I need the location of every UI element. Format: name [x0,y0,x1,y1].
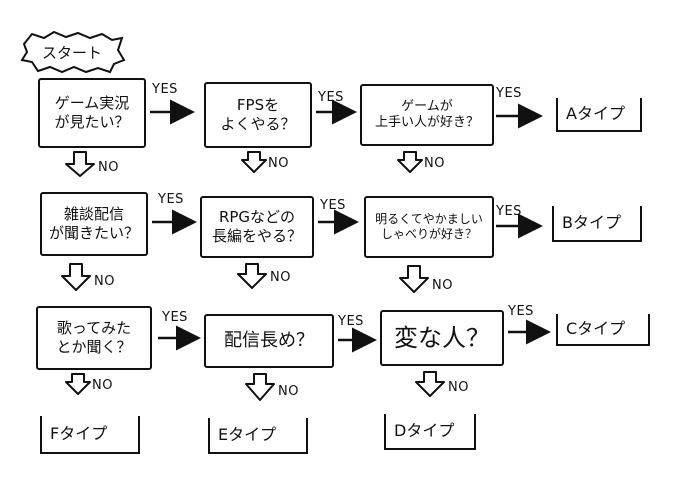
no-label-q2: NO [268,156,289,171]
start-label: スタート [41,43,102,62]
question-chat-stream: 雑談配信 が聞きたい？ [40,192,148,256]
yes-label-q5: YES [320,198,346,213]
start-burst-shape [20,30,126,74]
question-rpg: RPGなどの 長編をやる？ [200,196,314,258]
question-skilled-gamer: ゲームが 上手い人が好き？ [360,84,494,146]
no-label-q8: NO [278,384,299,399]
question-game-stream: ゲーム実況 が見たい？ [38,78,146,148]
no-arrow-q5 [237,263,267,289]
result-type-f: Fタイプ [40,416,140,454]
start-node: スタート [18,30,126,74]
no-label-q3: NO [424,156,445,171]
result-type-e: Eタイプ [208,418,308,454]
no-label-q1: NO [98,160,119,175]
no-arrow-q1 [65,151,95,177]
no-label-q7: NO [92,378,113,393]
no-label-q6: NO [432,278,453,293]
no-label-q5: NO [270,270,291,285]
result-type-d: Dタイプ [384,414,476,450]
yes-label-q2: YES [318,90,344,105]
yes-label-q4: YES [158,192,184,207]
yes-label-q3: YES [496,86,522,101]
yes-label-q1: YES [152,82,178,97]
no-label-q9: NO [448,380,469,395]
yes-label-q7: YES [162,310,188,325]
question-song-cover: 歌ってみた とか聞く？ [36,306,152,370]
no-arrow-q8 [245,373,275,401]
no-arrow-q6 [399,265,429,293]
result-type-c: Cタイプ [556,314,650,346]
question-long-stream: 配信長め？ [204,314,334,368]
no-arrow-q2 [241,151,267,173]
no-label-q4: NO [94,274,115,289]
yes-label-q9: YES [508,304,534,319]
no-arrow-q4 [61,263,91,291]
yes-label-q8: YES [338,314,364,329]
yes-label-q6: YES [496,204,522,219]
no-arrow-q7 [65,373,91,395]
question-weird-person: 変な人？ [380,310,504,366]
result-type-b: Bタイプ [552,206,642,242]
question-lively-talk: 明るくてやかましい しゃべりが好き？ [364,196,494,258]
no-arrow-q3 [397,151,423,173]
question-fps: FPSを よくやる？ [204,82,312,148]
no-arrow-q9 [415,371,445,397]
result-type-a: Aタイプ [556,98,642,132]
